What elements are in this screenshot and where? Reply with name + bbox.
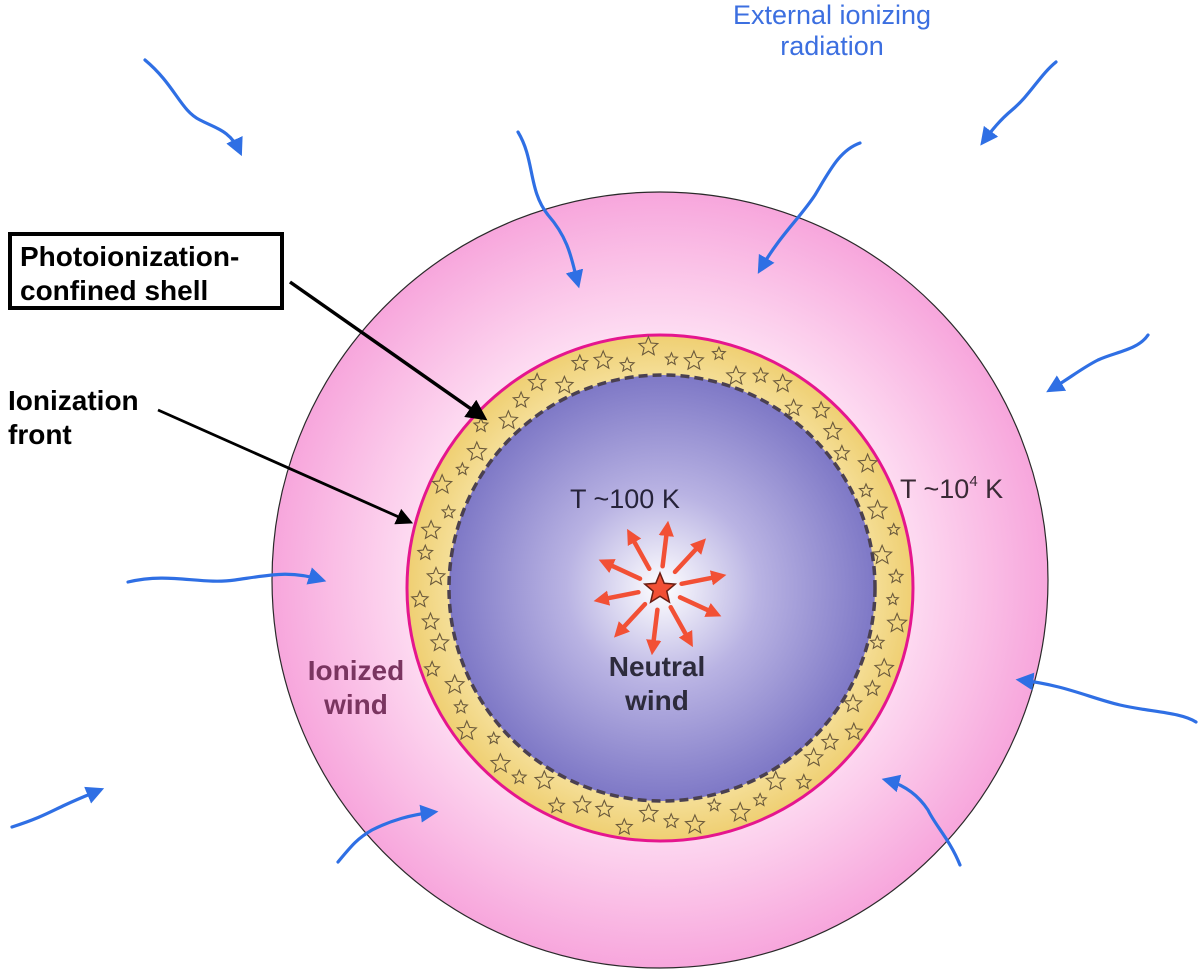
shell-star-icon [858,482,874,498]
shell-star-icon [706,797,722,812]
radiation-arrow [516,130,584,289]
shell-star-icon [429,632,450,652]
shell-star-icon [857,452,879,473]
shell-star-icon [486,730,501,745]
shell-stars [410,335,908,836]
shell-star-icon [420,519,442,540]
shell-star-icon [662,812,680,829]
shell-star-icon [533,769,555,790]
neutral-wind-label: Neutral wind [608,651,706,716]
shell-star-icon [511,768,528,785]
shell-star-icon [423,660,441,677]
outflow-arrow [677,595,722,617]
shell-star-icon [811,400,831,419]
shell-star-icon [594,798,615,818]
ionized-wind-label: Ionized wind [307,655,405,720]
shell-star-icon [489,752,512,773]
ionization-front-label: Ionization front [8,385,139,450]
shell-star-icon [869,634,886,650]
outflow-arrows [593,520,727,656]
outflow-arrow [668,604,693,648]
radiation-arrow [1046,333,1150,393]
shell-star-icon [822,420,843,441]
shell-star-icon [711,345,727,361]
shell-star-icon [425,565,447,586]
shell-star-icon [444,673,466,694]
shell-star-icon [871,543,893,565]
shell-star-icon [863,679,882,697]
radiation-arrow [10,786,105,829]
radiation-arrow [1015,672,1198,724]
outflow-arrow [672,538,706,575]
shell-star-icon [887,568,905,584]
shell-star-icon [416,543,434,561]
shell-star-icon [527,372,548,392]
radiation-arrow [980,60,1058,146]
shell-star-icon [618,356,636,373]
shell-star-icon [684,813,706,834]
front-pointer-line [157,408,414,525]
shell-star-icon [664,351,679,366]
shell-star-icon [729,801,752,822]
shell-star-icon [751,366,770,384]
inner-temperature-label: T ~100 K [570,484,680,514]
radiation-arrow [336,804,439,864]
shell-star-icon [615,817,634,836]
outflow-arrow [646,607,662,656]
shell-star-icon [683,349,705,371]
shell-star-icon [466,440,488,462]
shell-star-icon [844,721,864,741]
shell-star-icon [455,461,470,476]
shell-star-icon [784,398,804,417]
shell-star-icon [637,335,660,356]
outflow-arrow [627,528,652,572]
outflow-arrow [679,570,727,587]
shell-star-icon [752,792,768,807]
shell-star-icon [420,611,441,631]
outer-temperature-label: T ~104 K [900,473,1004,504]
outflow-arrow [614,601,648,638]
shell-star-icon [455,719,478,741]
outflow-arrow [598,559,643,581]
radiation-arrow [757,141,862,274]
shell-star-icon [497,409,519,430]
shell-star-icon [772,372,793,393]
shell-star-icon [570,353,590,372]
shell-star-icon [431,473,454,494]
shell-star-icon [410,589,430,608]
shell-star-icon [511,390,531,409]
shell-star-icon [842,693,864,713]
shell-star-icon [820,732,840,751]
external-radiation-label: External ionizing radiation [732,0,932,61]
shell-star-icon [886,522,901,536]
shell-star-icon [725,364,747,386]
shell-star-icon [547,796,566,814]
radiation-arrow [881,774,962,867]
shell-star-icon [803,746,825,767]
shell-star-icon [795,773,813,790]
radiation-arrow [143,58,243,157]
shell-star-icon [554,374,575,394]
shell-star-icon [592,349,614,370]
shell-star-icon [833,444,851,461]
shell-label-box: Photoionization- confined shell [8,232,284,310]
outflow-arrow [593,589,641,606]
outflow-arrow [658,520,674,569]
shell-star-icon [638,802,660,823]
central-star-icon [642,571,678,604]
shell-star-icon [873,657,895,678]
shell-star-icon [764,770,787,791]
shell-pointer-line [288,280,488,421]
shell-star-icon [572,794,593,814]
radiation-arrow [126,567,327,585]
shell-star-icon [453,698,469,714]
shell-star-icon [472,416,490,433]
shell-star-icon [886,611,908,633]
shell-star-icon [866,498,889,520]
shell-star-icon [440,503,457,519]
shell-star-icon [885,592,900,606]
